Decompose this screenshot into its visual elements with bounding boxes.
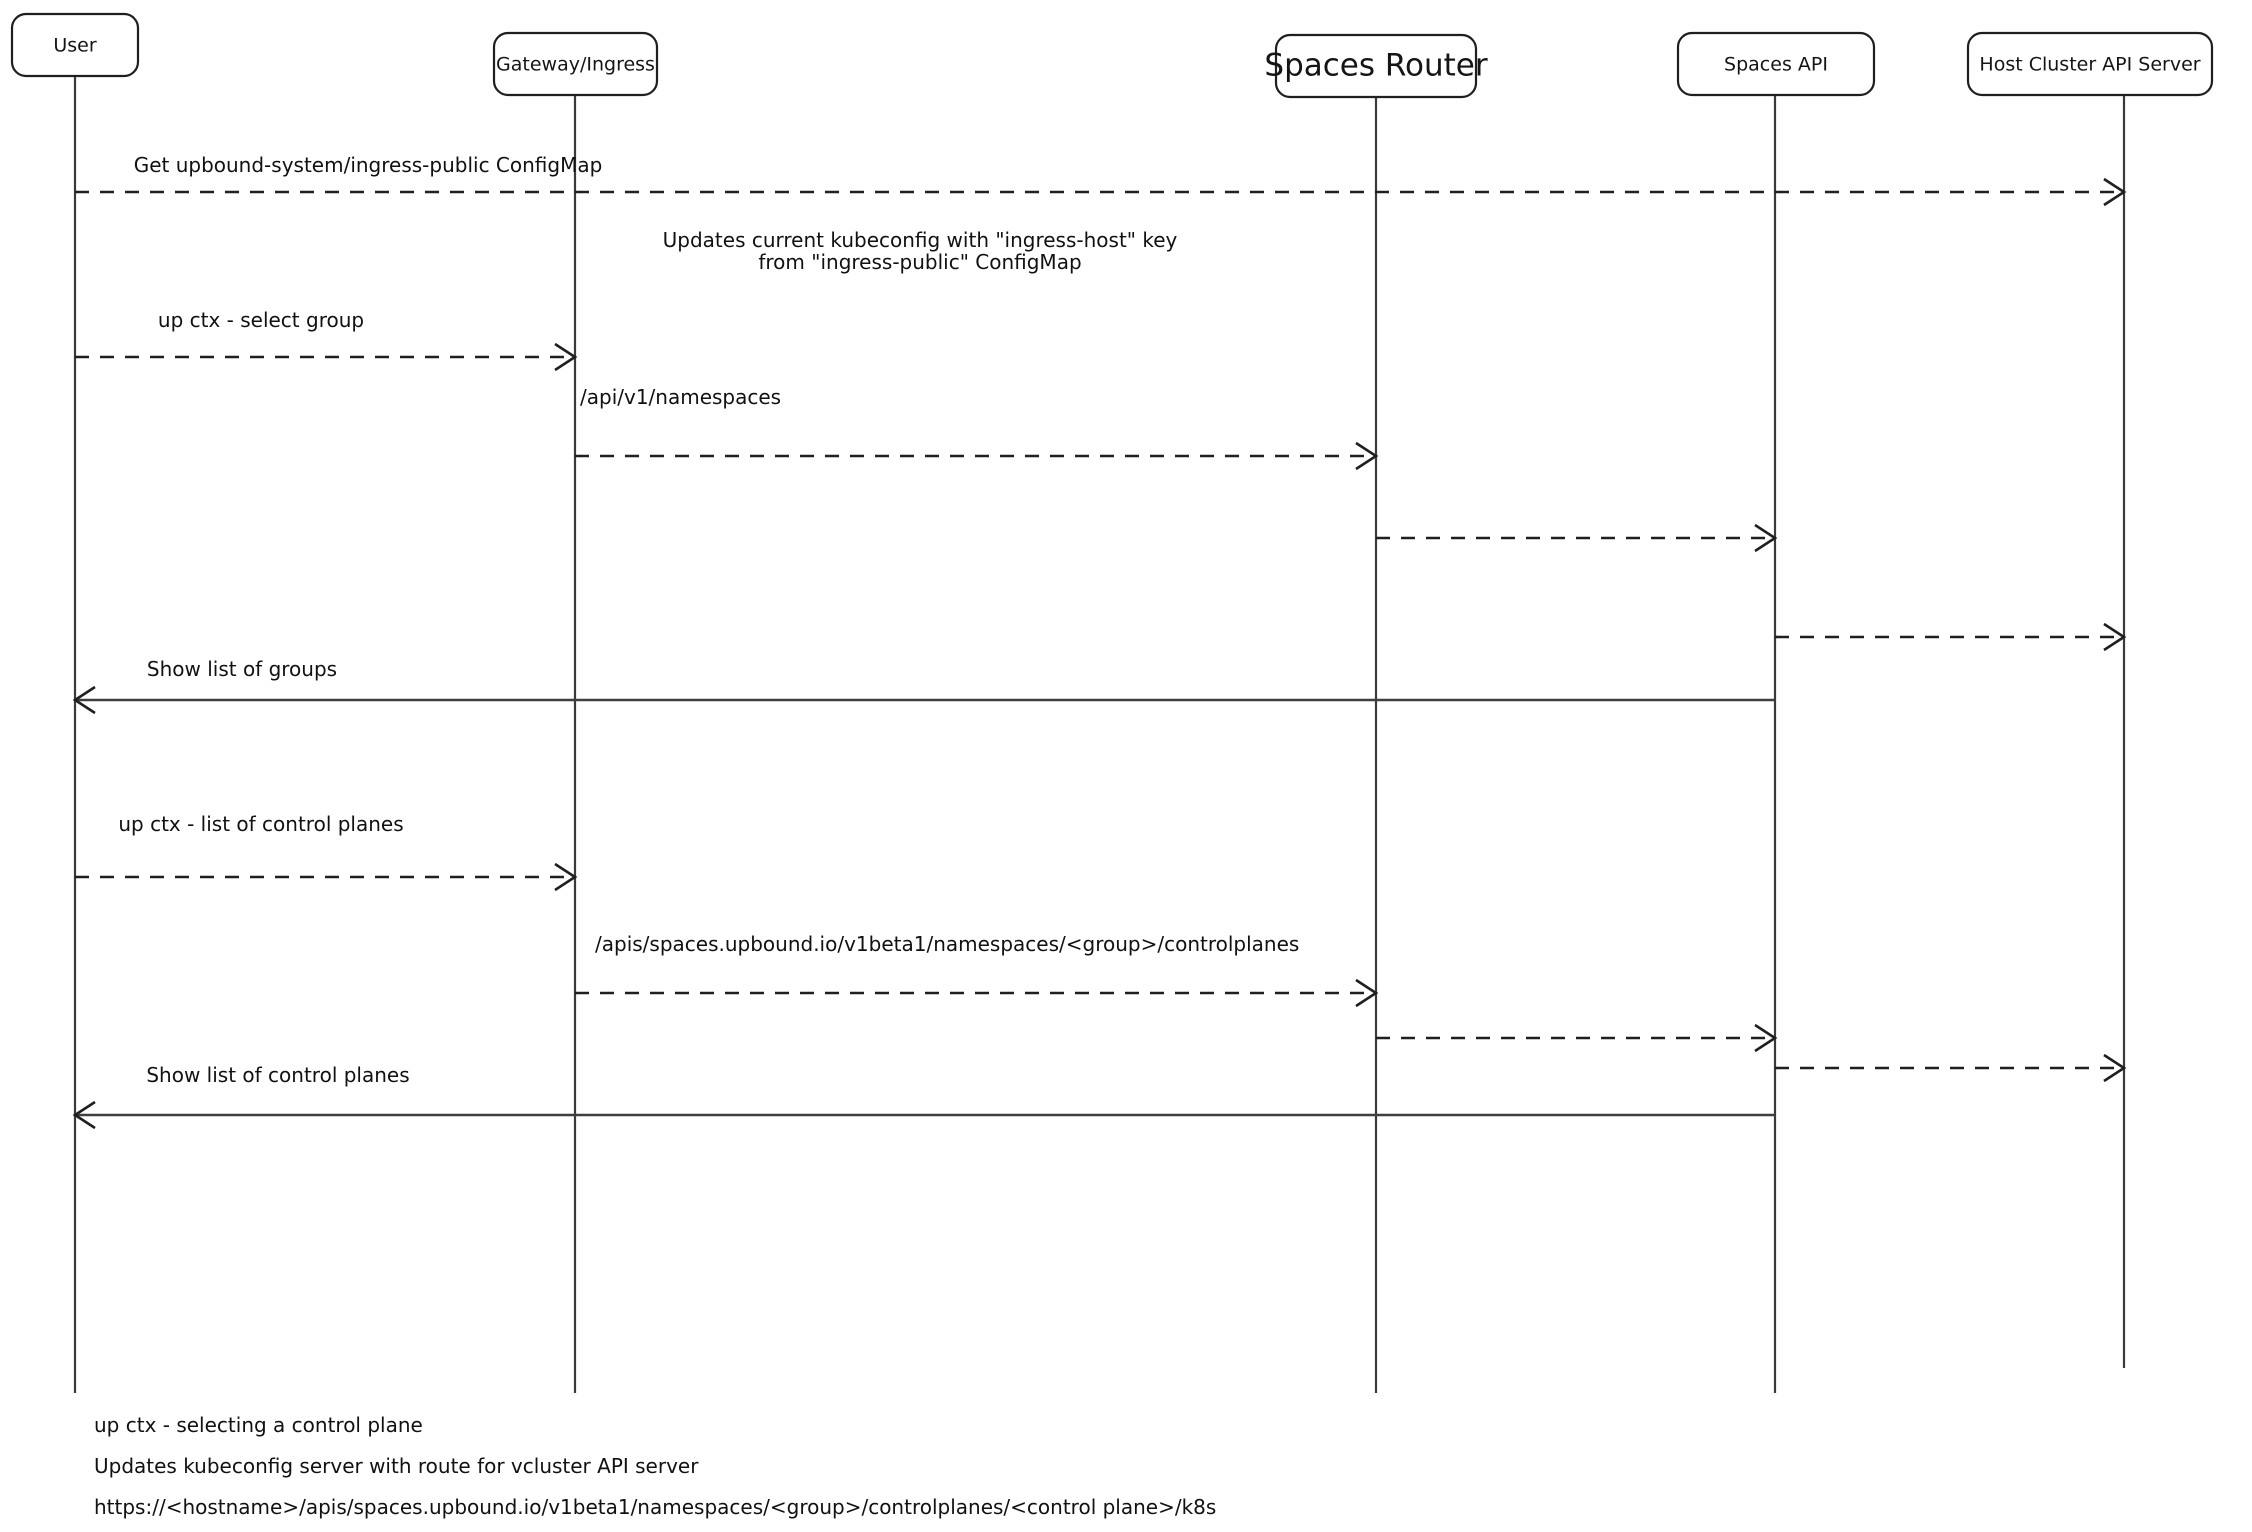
message-label-msg-api-v1-namespaces: /api/v1/namespaces: [580, 385, 781, 409]
arrowhead-msg-up-ctx-select-group: [554, 342, 578, 372]
footer-line-3: https://<hostname>/apis/spaces.upbound.i…: [94, 1495, 1216, 1519]
participant-host-cluster-api[interactable]: Host Cluster API Server: [1966, 31, 2214, 97]
participant-spaces-router[interactable]: Spaces Router: [1264, 33, 1488, 99]
arrowhead-msg-api-v1-namespaces: [1355, 441, 1379, 471]
arrowhead-msg-router-to-spaces-api-2: [1754, 1023, 1778, 1053]
participant-spaces-api[interactable]: Spaces API: [1676, 31, 1876, 97]
footer-layer: up ctx - selecting a control planeUpdate…: [94, 1413, 1216, 1519]
message-msg-api-v1-namespaces: /api/v1/namespaces: [575, 385, 1379, 471]
arrowhead-msg-router-to-spaces-api-1: [1754, 523, 1778, 553]
message-msg-show-list-of-control-planes: Show list of control planes: [72, 1063, 1775, 1130]
arrowhead-msg-spaces-api-to-host-1: [2103, 622, 2127, 652]
message-msg-up-ctx-list-control-planes: up ctx - list of control planes: [75, 812, 578, 892]
message-msg-get-configmap: Get upbound-system/ingress-public Config…: [75, 153, 2127, 207]
arrowhead-msg-spaces-api-to-host-2: [2103, 1053, 2127, 1083]
message-msg-spaces-api-to-host-1: [1775, 622, 2127, 652]
messages-layer: Get upbound-system/ingress-public Config…: [72, 153, 2127, 1130]
message-label-msg-get-configmap: Get upbound-system/ingress-public Config…: [134, 153, 603, 177]
participant-box-spaces-api: [1676, 31, 1876, 97]
footer-line-1: up ctx - selecting a control plane: [94, 1413, 423, 1437]
participant-box-spaces-router: [1274, 33, 1478, 99]
participant-label-spaces-api: Spaces API: [1724, 54, 1828, 76]
message-msg-up-ctx-select-group: up ctx - select group: [75, 308, 578, 372]
participant-box-host-cluster-api: [1966, 31, 2214, 97]
participant-box-user: [10, 12, 140, 78]
participant-label-user: User: [53, 35, 96, 57]
message-msg-spaces-api-to-host-2: [1775, 1053, 2127, 1083]
message-label-msg-apis-controlplanes: /apis/spaces.upbound.io/v1beta1/namespac…: [595, 932, 1299, 956]
message-label-msg-show-list-of-groups: Show list of groups: [147, 657, 337, 681]
arrowhead-msg-show-list-of-groups: [72, 685, 96, 715]
arrowhead-msg-up-ctx-list-control-planes: [554, 862, 578, 892]
participant-label-gateway: Gateway/Ingress: [496, 54, 655, 76]
participant-box-gateway: [492, 31, 659, 97]
participant-label-host-cluster-api: Host Cluster API Server: [1979, 54, 2200, 76]
message-msg-router-to-spaces-api-1: [1376, 523, 1778, 553]
footer-line-2: Updates kubeconfig server with route for…: [94, 1454, 699, 1478]
participant-gateway[interactable]: Gateway/Ingress: [492, 31, 659, 97]
note-kubeconfig-ingress-host-line-1: Updates current kubeconfig with "ingress…: [663, 228, 1178, 252]
message-label-msg-show-list-of-control-planes: Show list of control planes: [146, 1063, 409, 1087]
message-label-msg-up-ctx-list-control-planes: up ctx - list of control planes: [118, 812, 403, 836]
participant-user[interactable]: User: [10, 12, 140, 78]
note-kubeconfig-ingress-host: Updates current kubeconfig with "ingress…: [663, 228, 1178, 274]
message-msg-router-to-spaces-api-2: [1376, 1023, 1778, 1053]
arrowhead-msg-apis-controlplanes: [1355, 978, 1379, 1008]
arrowhead-msg-get-configmap: [2103, 177, 2127, 207]
lifelines-layer: [73, 76, 2126, 1393]
note-kubeconfig-ingress-host-line-2: from "ingress-public" ConfigMap: [758, 250, 1081, 274]
message-label-msg-up-ctx-select-group: up ctx - select group: [158, 308, 364, 332]
participant-label-spaces-router: Spaces Router: [1264, 48, 1487, 84]
message-msg-apis-controlplanes: /apis/spaces.upbound.io/v1beta1/namespac…: [575, 932, 1379, 1008]
notes-layer: Updates current kubeconfig with "ingress…: [663, 228, 1178, 274]
arrowhead-msg-show-list-of-control-planes: [72, 1100, 96, 1130]
message-msg-show-list-of-groups: Show list of groups: [72, 657, 1775, 715]
